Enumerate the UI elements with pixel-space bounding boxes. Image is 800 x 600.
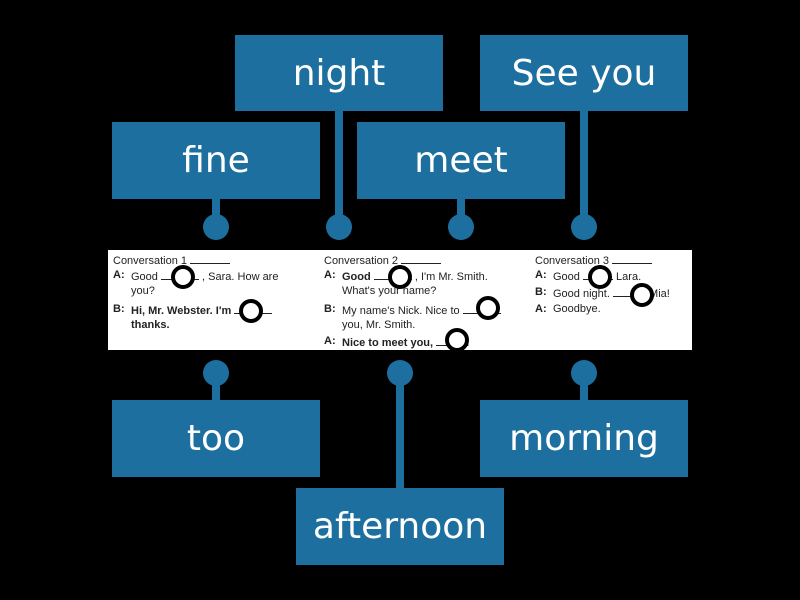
conversation-2-line-2-cont: you, Mr. Smith. — [342, 319, 416, 331]
connector-night — [335, 108, 343, 228]
speaker-label: B: — [113, 303, 125, 315]
connector-afternoon — [396, 372, 404, 492]
tile-see-you[interactable]: See you — [480, 35, 688, 111]
tile-too[interactable]: too — [112, 400, 320, 477]
conversation-3-title: Conversation 3 — [535, 253, 653, 267]
conversation-3-line-1: Good Lara. — [553, 271, 642, 283]
conversation-1-line-2-cont: thanks. — [131, 319, 170, 331]
speaker-label: B: — [535, 286, 547, 298]
drop-slot-6[interactable] — [588, 265, 612, 289]
drop-slot-3[interactable] — [388, 265, 412, 289]
drop-slot-7[interactable] — [630, 283, 654, 307]
pin-morning — [571, 360, 597, 386]
pin-afternoon — [387, 360, 413, 386]
drop-slot-2[interactable] — [239, 299, 263, 323]
speaker-label: A: — [535, 269, 547, 281]
drop-slot-1[interactable] — [171, 265, 195, 289]
connector-morning — [580, 372, 588, 402]
connector-see-you — [580, 108, 588, 228]
pin-night — [326, 214, 352, 240]
drop-slot-4[interactable] — [476, 296, 500, 320]
pin-too — [203, 360, 229, 386]
speaker-label: A: — [324, 335, 336, 347]
conversation-1-title: Conversation 1 — [113, 253, 231, 267]
drop-slot-5[interactable] — [445, 328, 469, 350]
pin-meet — [448, 214, 474, 240]
conversation-2-line-1-cont: What's your name? — [342, 285, 437, 297]
tile-meet[interactable]: meet — [357, 122, 565, 199]
conversation-2-line-1: Good , I'm Mr. Smith. — [342, 271, 488, 283]
pin-fine — [203, 214, 229, 240]
connector-fine — [212, 196, 220, 228]
connector-meet — [457, 196, 465, 228]
conversation-3-line-3: Goodbye. — [553, 303, 601, 315]
speaker-label: A: — [113, 269, 125, 281]
conversation-1-line-1-cont: you? — [131, 285, 155, 297]
tile-afternoon[interactable]: afternoon — [296, 488, 504, 565]
connector-too — [212, 372, 220, 402]
speaker-label: A: — [535, 303, 547, 315]
conversation-2-title: Conversation 2 — [324, 253, 442, 267]
tile-fine[interactable]: fine — [112, 122, 320, 199]
pin-see-you — [571, 214, 597, 240]
speaker-label: A: — [324, 269, 336, 281]
speaker-label: B: — [324, 303, 336, 315]
tile-morning[interactable]: morning — [480, 400, 688, 477]
tile-night[interactable]: night — [235, 35, 443, 111]
conversation-1-line-1: Good , Sara. How are — [131, 271, 279, 283]
conversation-card: Conversation 1 A: Good , Sara. How are y… — [108, 250, 692, 350]
